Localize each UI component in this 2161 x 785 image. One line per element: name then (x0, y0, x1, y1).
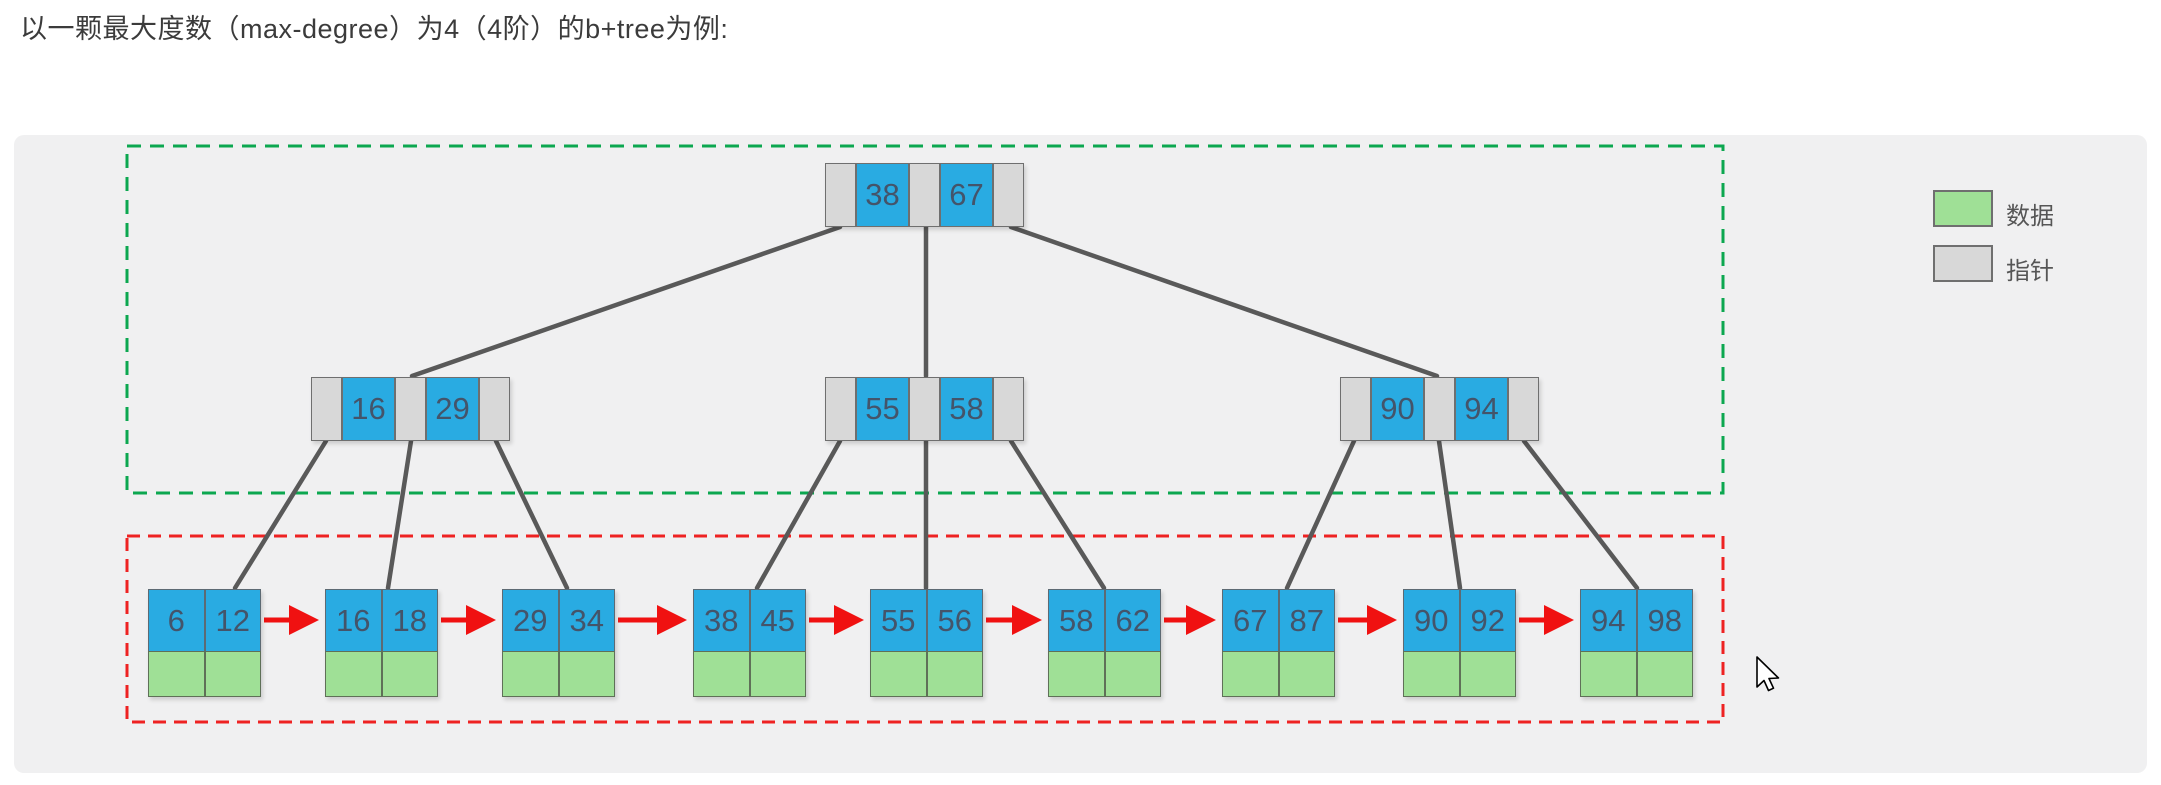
data-cell (148, 651, 205, 697)
pointer-cell (395, 377, 426, 441)
key-cell: 94 (1455, 377, 1508, 441)
key-cell: 94 (1580, 589, 1637, 652)
key-cell: 55 (856, 377, 909, 441)
pointer-cell (311, 377, 342, 441)
key-cell: 92 (1459, 589, 1516, 652)
data-cell (693, 651, 750, 697)
key-cell: 16 (325, 589, 382, 652)
page-title: 以一颗最大度数（max-degree）为4（4阶）的b+tree为例: (20, 14, 729, 44)
data-cell (204, 651, 261, 697)
tree-edges (232, 224, 1640, 591)
data-cell (1580, 651, 1637, 697)
key-cell: 29 (502, 589, 559, 652)
key-cell: 62 (1104, 589, 1161, 652)
data-cell (1048, 651, 1105, 697)
key-cell: 90 (1371, 377, 1424, 441)
key-cell: 87 (1278, 589, 1335, 652)
pointer-cell (1508, 377, 1539, 441)
pointer-cell (825, 163, 856, 227)
btree-root-node: 38 67 (825, 163, 1024, 227)
mouse-cursor (1756, 656, 1780, 692)
data-cell (749, 651, 806, 697)
key-cell: 56 (926, 589, 983, 652)
data-cell (1104, 651, 1161, 697)
legend-pointer-swatch (1933, 245, 1993, 282)
key-cell: 6 (148, 589, 205, 652)
data-cell (1403, 651, 1460, 697)
pointer-cell (825, 377, 856, 441)
data-cell (558, 651, 615, 697)
pointer-cell (993, 377, 1024, 441)
key-cell: 90 (1403, 589, 1460, 652)
pointer-cell (993, 163, 1024, 227)
key-cell: 55 (870, 589, 927, 652)
legend-data-swatch (1933, 190, 1993, 227)
data-cell (381, 651, 438, 697)
btree-internal-node-2: 55 58 (825, 377, 1024, 441)
legend-pointer-label: 指针 (2006, 258, 2054, 285)
pointer-cell (1424, 377, 1455, 441)
data-cell (1222, 651, 1279, 697)
data-cell (325, 651, 382, 697)
key-cell: 18 (381, 589, 438, 652)
key-cell: 38 (856, 163, 909, 227)
data-cell (1278, 651, 1335, 697)
key-cell: 16 (342, 377, 395, 441)
key-cell: 12 (204, 589, 261, 652)
key-cell: 67 (940, 163, 993, 227)
data-cell (1459, 651, 1516, 697)
key-cell: 58 (940, 377, 993, 441)
key-cell: 38 (693, 589, 750, 652)
pointer-cell (909, 377, 940, 441)
data-cell (926, 651, 983, 697)
key-cell: 29 (426, 377, 479, 441)
key-cell: 45 (749, 589, 806, 652)
legend-data-label: 数据 (2006, 203, 2054, 230)
key-cell: 34 (558, 589, 615, 652)
data-cell (1636, 651, 1693, 697)
data-cell (870, 651, 927, 697)
key-cell: 98 (1636, 589, 1693, 652)
pointer-cell (909, 163, 940, 227)
key-cell: 58 (1048, 589, 1105, 652)
pointer-cell (479, 377, 510, 441)
btree-internal-node-1: 16 29 (311, 377, 510, 441)
data-cell (502, 651, 559, 697)
btree-internal-node-3: 90 94 (1340, 377, 1539, 441)
pointer-cell (1340, 377, 1371, 441)
key-cell: 67 (1222, 589, 1279, 652)
